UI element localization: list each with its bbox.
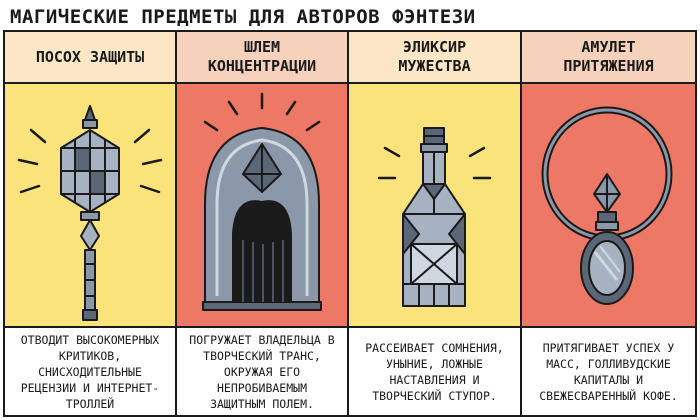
panel-header: ПОСОХ ЗАЩИТЫ <box>5 32 175 84</box>
panel-description: ОТВОДИТ ВЫСОКОМЕРНЫХ КРИТИКОВ, СНИСХОДИТ… <box>5 328 175 415</box>
panel-description: ПРИТЯГИВАЕТ УСПЕХ У МАСС, ГОЛЛИВУДСКИЕ К… <box>522 328 695 415</box>
helmet-icon <box>202 92 322 311</box>
panel-header: ЭЛИКСИР МУЖЕСТВА <box>349 32 520 84</box>
panel-title: АМУЛЕТ ПРИТЯЖЕНИЯ <box>563 38 654 75</box>
panel-title: ШЛЕМ КОНЦЕНТРАЦИИ <box>207 38 317 75</box>
panel-helmet: ШЛЕМ КОНЦЕНТРАЦИИ <box>177 32 349 415</box>
panel-art <box>349 84 520 328</box>
panel-art <box>5 84 175 328</box>
staff-icon <box>17 105 163 321</box>
page-title: МАГИЧЕСКИЕ ПРЕДМЕТЫ ДЛЯ АВТОРОВ ФЭНТЕЗИ <box>10 6 476 28</box>
panel-staff: ПОСОХ ЗАЩИТЫ <box>5 32 177 415</box>
panel-art <box>177 84 347 328</box>
panel-art <box>522 84 695 328</box>
panel-potion: ЭЛИКСИР МУЖЕСТВА <box>349 32 522 415</box>
panel-amulet: АМУЛЕТ ПРИТЯЖЕНИЯ ПРИТЯГИВАЕТ УС <box>522 32 695 415</box>
panel-title: ЭЛИКСИР МУЖЕСТВА <box>398 38 471 75</box>
panel-header: АМУЛЕТ ПРИТЯЖЕНИЯ <box>522 32 695 84</box>
panel-description: РАССЕИВАЕТ СОМНЕНИЯ, УНЫНИЕ, ЛОЖНЫЕ НАСТ… <box>349 328 520 415</box>
comic-panels: ПОСОХ ЗАЩИТЫ <box>3 30 697 417</box>
panel-description: ПОГРУЖАЕТ ВЛАДЕЛЬЦА В ТВОРЧЕСКИЙ ТРАНС, … <box>177 328 347 415</box>
potion-bottle-icon <box>377 127 492 307</box>
amulet-icon <box>541 106 673 305</box>
panel-title: ПОСОХ ЗАЩИТЫ <box>35 47 145 66</box>
panel-header: ШЛЕМ КОНЦЕНТРАЦИИ <box>177 32 347 84</box>
